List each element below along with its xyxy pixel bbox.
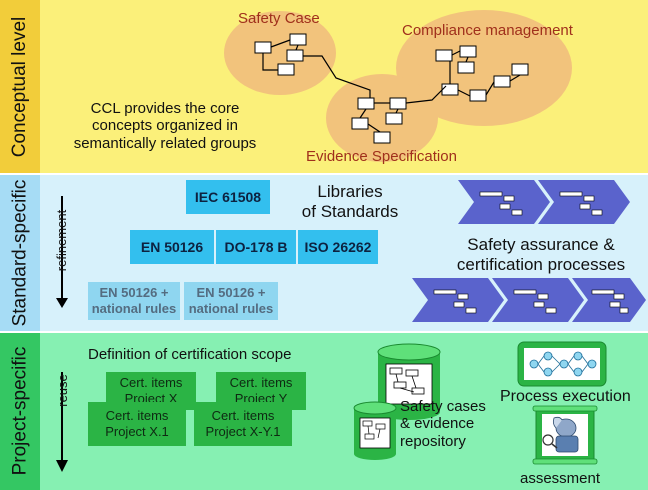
process-chevrons xyxy=(412,180,646,322)
repository-label: Safety cases & evidence repository xyxy=(400,398,486,450)
database-small-icon xyxy=(353,401,397,460)
database-icon xyxy=(377,343,441,420)
safety-case-label: Safety Case xyxy=(238,10,320,27)
project-level-label: Project-specific xyxy=(9,346,31,476)
cert-items-project-x-y1: Cert. items Project X-Y.1 xyxy=(194,402,292,446)
chevron-3 xyxy=(412,278,504,322)
processes-label: Safety assurance & certification process… xyxy=(456,235,626,274)
conceptual-sidebar xyxy=(0,0,40,174)
conceptual-graphics xyxy=(224,10,572,162)
standard-sidebar xyxy=(0,174,40,332)
certification-scope-title: Definition of certification scope xyxy=(88,346,292,363)
chevron-5 xyxy=(572,278,646,322)
assessment-label: assessment xyxy=(520,470,601,487)
assessor-scroll-icon xyxy=(532,405,598,465)
iso-26262-box: ISO 26262 xyxy=(298,230,378,264)
chevron-2 xyxy=(538,180,630,224)
safety-case-ellipse xyxy=(224,11,336,95)
refinement-arrow xyxy=(56,196,68,308)
en-50126-national-box-2: EN 50126 + national rules xyxy=(184,282,278,320)
ccl-description: CCL provides the core concepts organized… xyxy=(73,100,257,152)
chevron-1 xyxy=(458,180,550,224)
compliance-management-label: Compliance management xyxy=(402,22,573,39)
compliance-ellipse xyxy=(396,10,572,126)
en-50126-national-box-1: EN 50126 + national rules xyxy=(88,282,180,320)
iec-61508-box: IEC 61508 xyxy=(186,180,270,214)
cert-items-project-x1: Cert. items Project X.1 xyxy=(88,402,186,446)
process-execution-label: Process execution xyxy=(500,388,631,405)
reuse-label: reuse xyxy=(54,373,70,407)
chevron-4 xyxy=(492,278,584,322)
evidence-ellipse xyxy=(326,74,438,162)
project-sidebar xyxy=(0,332,40,490)
do-178b-box: DO-178 B xyxy=(216,230,296,264)
en-50126-box: EN 50126 xyxy=(130,230,214,264)
libraries-of-standards-label: Libraries of Standards xyxy=(301,182,399,221)
process-flow-icon xyxy=(517,341,607,387)
reuse-arrow xyxy=(56,372,68,472)
evidence-specification-label: Evidence Specification xyxy=(306,148,457,165)
